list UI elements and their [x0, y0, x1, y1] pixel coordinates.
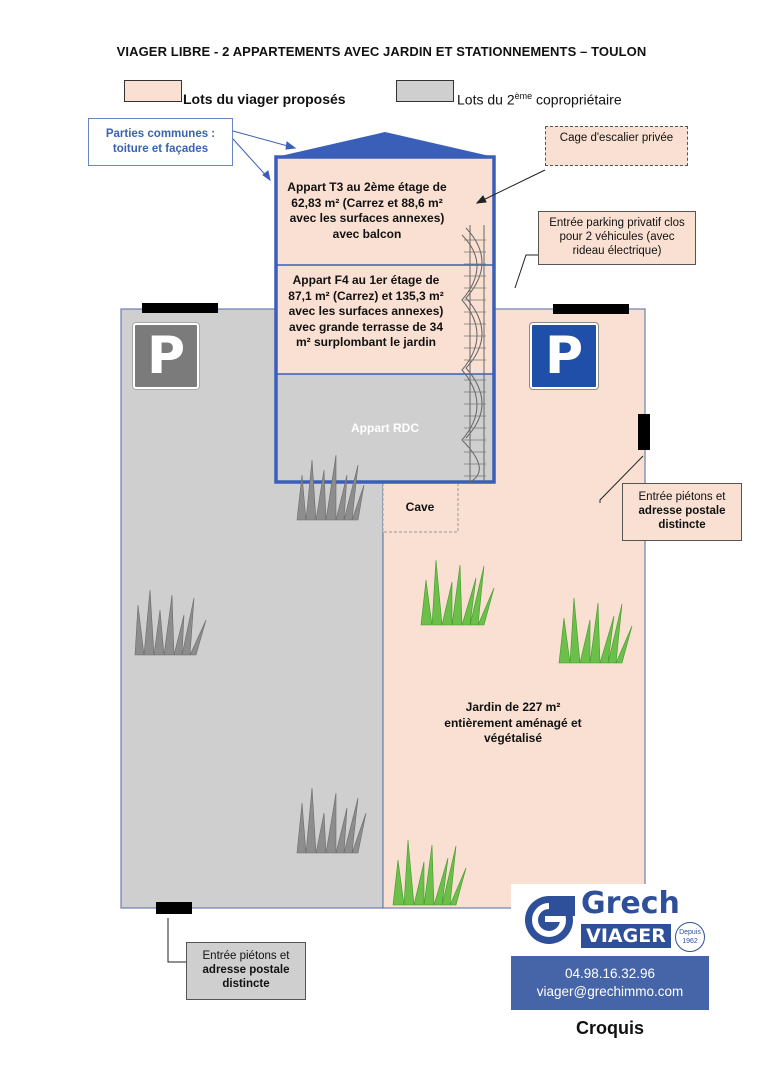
gate-left-pedestrian — [156, 902, 192, 914]
logo-mark-icon — [525, 896, 575, 944]
callout-cage-escalier: Cage d'escalier privée — [545, 126, 688, 166]
caption: Croquis — [575, 1018, 644, 1038]
legend-swatch-lots — [124, 80, 182, 102]
grass-green-1 — [420, 559, 495, 626]
page-title: VIAGER LIBRE - 2 APPARTEMENTS AVEC JARDI… — [116, 44, 647, 59]
floor-t3-label: Appart T3 au 2ème étage de 62,83 m² (Car… — [287, 180, 447, 241]
floor-rdc-label: Appart RDC — [351, 421, 419, 435]
callout-arrows — [232, 130, 297, 182]
legend-label-lots: Lots du viager proposés — [183, 91, 346, 107]
callout-entree-pietons-right: Entrée piétons et adresse postale distin… — [622, 483, 742, 541]
logo-since-year: 1962 — [682, 938, 698, 945]
email-address: viager@grechimmo.com — [536, 984, 684, 999]
roof — [276, 132, 494, 157]
callout-text-bold: adresse postale distincte — [638, 505, 726, 531]
contact-bar: 04.98.16.32.96 viager@grechimmo.com — [511, 956, 709, 1010]
callout-text: Entrée piétons et — [202, 950, 290, 962]
garden-label: Jardin de 227 m² entièrement aménagé et … — [444, 700, 582, 745]
phone-number: 04.98.16.32.96 — [564, 966, 656, 981]
cave-label: Cave — [405, 500, 435, 514]
logo-since-text: Depuis — [679, 929, 701, 936]
logo-since-badge: Depuis 1962 — [675, 922, 705, 952]
callout-entree-pietons-left: Entrée piétons et adresse postale distin… — [186, 942, 306, 1000]
callout-text-bold: adresse postale distincte — [202, 964, 290, 990]
grass-gray-3 — [296, 787, 367, 854]
gate-right-parking — [553, 304, 629, 314]
legend-swatch-copro — [396, 80, 454, 102]
callout-parties-communes: Parties communes : toiture et façades — [88, 118, 233, 166]
floor-f4-label: Appart F4 au 1er étage de 87,1 m² (Carre… — [288, 273, 444, 349]
grass-green-3 — [392, 839, 467, 906]
logo-card: Grech VIAGER Depuis 1962 — [511, 884, 709, 956]
parking-sign-blue: P — [530, 323, 598, 389]
leader-lines — [167, 169, 644, 963]
grass-gray-2 — [134, 589, 207, 656]
logo-brand: Grech — [581, 886, 680, 921]
logo-viager: VIAGER — [581, 924, 671, 948]
callout-text: Entrée piétons et — [638, 491, 726, 503]
gate-left-parking — [142, 303, 218, 313]
floor-t3-area — [276, 157, 494, 265]
stair-steps — [464, 239, 486, 477]
gate-right-pedestrian — [638, 414, 650, 450]
parking-sign-gray: P — [133, 323, 199, 389]
spiral-staircase — [461, 225, 485, 483]
legend-label-copro: Lots du 2ème copropriétaire — [457, 91, 622, 108]
grass-gray-1 — [296, 454, 365, 521]
floor-f4-area — [276, 265, 494, 374]
callout-entree-parking: Entrée parking privatif clos pour 2 véhi… — [538, 211, 696, 265]
grass-green-2 — [558, 597, 633, 664]
